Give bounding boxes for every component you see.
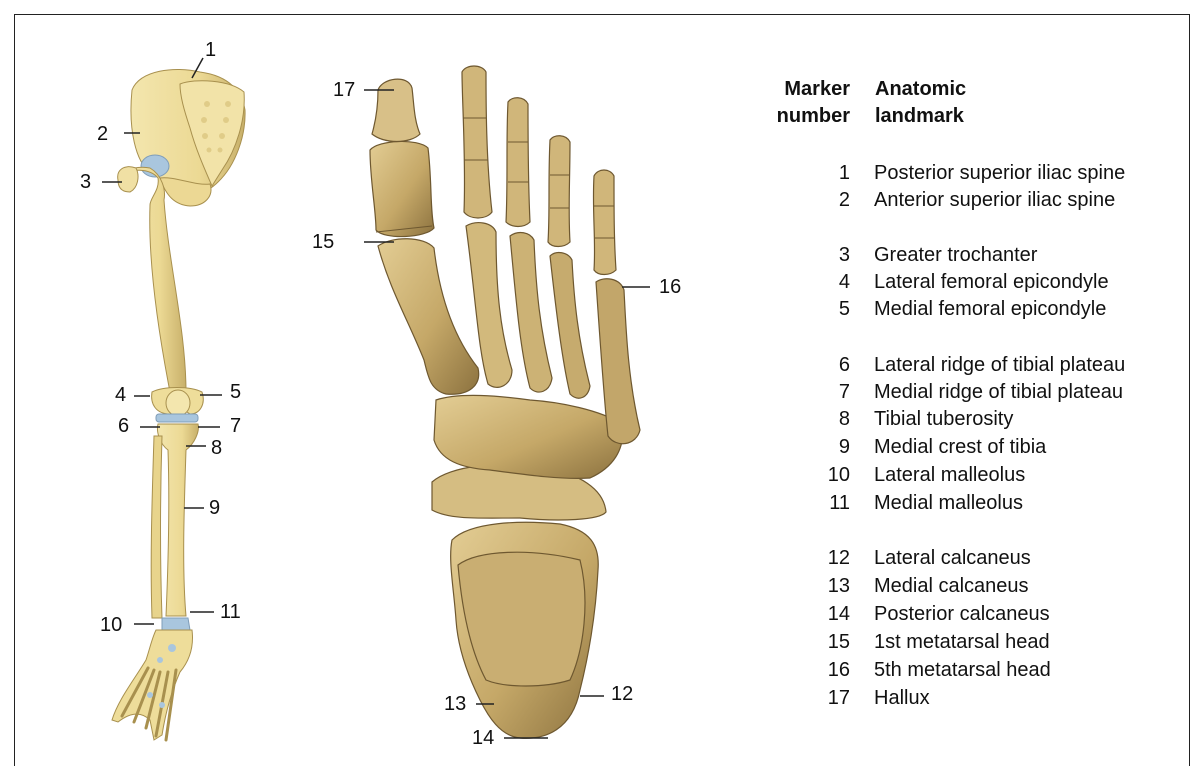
legend-landmark: Medial calcaneus (874, 573, 1029, 600)
legend-number: 3 (780, 242, 850, 269)
legend-number: 15 (780, 629, 850, 656)
legend-landmark: Lateral femoral epicondyle (874, 269, 1109, 296)
legend-row: 11 Medial malleolus (740, 490, 1190, 517)
ankle-cartilage (162, 618, 190, 630)
metatarsal-1 (378, 239, 479, 395)
marker-label-4: 4 (115, 385, 126, 405)
marker-label-9: 9 (209, 498, 220, 518)
legend-row: 4 Lateral femoral epicondyle (740, 269, 1190, 296)
marker-label-12: 12 (611, 684, 633, 704)
tibia-bone (157, 424, 198, 616)
marker-label-1: 1 (205, 40, 216, 60)
legend-row: 1 Posterior superior iliac spine (740, 160, 1190, 187)
legend-number: 8 (780, 406, 850, 433)
legend-row: 5 Medial femoral epicondyle (740, 296, 1190, 323)
hallux-distal-phalanx (372, 79, 420, 141)
metatarsal-4 (550, 253, 590, 399)
legend-landmark: 5th metatarsal head (874, 657, 1051, 684)
marker-label-13: 13 (444, 694, 466, 714)
legend-number: 1 (780, 160, 850, 187)
legend-row: 17 Hallux (740, 685, 1190, 712)
legend-landmark: Medial crest of tibia (874, 434, 1046, 461)
leg-skeleton (112, 69, 245, 740)
toe-5-phalanges (593, 170, 616, 275)
legend-landmark: Tibial tuberosity (874, 406, 1013, 433)
legend-row: 6 Lateral ridge of tibial plateau (740, 352, 1190, 379)
marker-label-3: 3 (80, 172, 91, 192)
legend-landmark: Anterior superior iliac spine (874, 187, 1115, 214)
legend-row: 3 Greater trochanter (740, 242, 1190, 269)
legend-number: 11 (780, 490, 850, 517)
hallux-proximal-phalanx (370, 141, 434, 236)
header-marker-line2: number (740, 103, 850, 130)
header-landmark-line2: landmark (875, 103, 1175, 130)
fibula-bone (151, 436, 162, 618)
legend-number: 13 (780, 573, 850, 600)
metatarsal-3 (510, 233, 552, 393)
legend-number: 7 (780, 379, 850, 406)
legend-number: 17 (780, 685, 850, 712)
legend-row: 14 Posterior calcaneus (740, 601, 1190, 628)
legend-row: 12 Lateral calcaneus (740, 545, 1190, 572)
marker-label-15: 15 (312, 232, 334, 252)
legend-row: 10 Lateral malleolus (740, 462, 1190, 489)
legend-number: 6 (780, 352, 850, 379)
legend-landmark: Posterior superior iliac spine (874, 160, 1125, 187)
legend-landmark: Lateral malleolus (874, 462, 1025, 489)
marker-label-16: 16 (659, 277, 681, 297)
marker-label-17: 17 (333, 80, 355, 100)
marker-label-2: 2 (97, 124, 108, 144)
legend-landmark: Posterior calcaneus (874, 601, 1050, 628)
marker-label-11: 11 (220, 602, 241, 622)
legend-row: 9 Medial crest of tibia (740, 434, 1190, 461)
marker-label-14: 14 (472, 728, 494, 748)
legend-row: 8 Tibial tuberosity (740, 406, 1190, 433)
legend-number: 9 (780, 434, 850, 461)
legend-landmark: Hallux (874, 685, 930, 712)
small-foot-bones (112, 630, 193, 740)
legend-landmark: Lateral ridge of tibial plateau (874, 352, 1125, 379)
toe-3-phalanges (506, 98, 530, 227)
marker-label-5: 5 (230, 382, 241, 402)
legend-number: 10 (780, 462, 850, 489)
legend-landmark: Medial femoral epicondyle (874, 296, 1106, 323)
legend-landmark: 1st metatarsal head (874, 629, 1050, 656)
patella (166, 390, 190, 416)
foot-skeleton (370, 66, 640, 738)
legend-number: 2 (780, 187, 850, 214)
marker-label-7: 7 (230, 416, 241, 436)
legend-row: 2 Anterior superior iliac spine (740, 187, 1190, 214)
toe-2-phalanges (462, 66, 492, 218)
legend-number: 14 (780, 601, 850, 628)
marker-label-10: 10 (100, 615, 122, 635)
knee-cartilage (156, 414, 198, 422)
legend-row: 16 5th metatarsal head (740, 657, 1190, 684)
legend-landmark: Greater trochanter (874, 242, 1037, 269)
marker-label-6: 6 (118, 416, 129, 436)
legend-number: 5 (780, 296, 850, 323)
legend-number: 4 (780, 269, 850, 296)
legend-landmark: Medial ridge of tibial plateau (874, 379, 1123, 406)
header-marker-line1: Marker (740, 76, 850, 103)
legend-row: 15 1st metatarsal head (740, 629, 1190, 656)
legend-row: 13 Medial calcaneus (740, 573, 1190, 600)
legend-landmark: Lateral calcaneus (874, 545, 1031, 572)
legend-row: 7 Medial ridge of tibial plateau (740, 379, 1190, 406)
marker-label-8: 8 (211, 438, 222, 458)
header-landmark-line1: Anatomic (875, 76, 1175, 103)
navicular-cuboid (434, 395, 623, 478)
legend-landmark: Medial malleolus (874, 490, 1023, 517)
legend-number: 16 (780, 657, 850, 684)
legend-number: 12 (780, 545, 850, 572)
toe-4-phalanges (548, 136, 570, 247)
